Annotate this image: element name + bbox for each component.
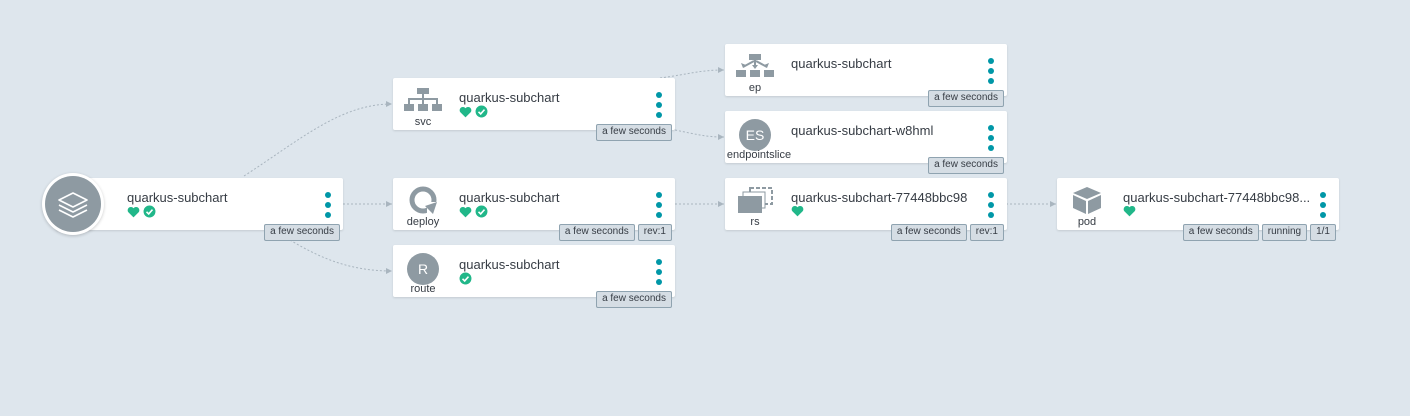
- deploy-node-badges: a few seconds rev:1: [558, 224, 672, 241]
- app-node-icon-circle[interactable]: [42, 173, 104, 235]
- svc-node-badges: a few seconds: [596, 124, 672, 141]
- pod-node-status: [1123, 205, 1136, 217]
- ep-node-badges: a few seconds: [928, 90, 1004, 107]
- endpointslice-node-badges: a few seconds: [928, 157, 1004, 174]
- endpointslice-node-title: quarkus-subchart-w8hml: [791, 123, 934, 138]
- endpointslice-kind-label: endpointslice: [726, 149, 792, 161]
- age-badge: a few seconds: [890, 224, 967, 241]
- heart-icon: [127, 206, 140, 217]
- ready-count-badge: 1/1: [1310, 224, 1336, 241]
- service-tree-icon: [404, 88, 442, 111]
- route-node-title: quarkus-subchart: [459, 257, 560, 272]
- svc-node-menu-button[interactable]: [653, 92, 665, 118]
- age-badge: a few seconds: [596, 291, 672, 308]
- rs-node-status: [791, 205, 804, 217]
- ep-kind-label: ep: [748, 82, 762, 94]
- deploy-node-title: quarkus-subchart: [459, 190, 560, 205]
- route-kind-label: route: [410, 283, 436, 295]
- edge-svc-endpointslice: [674, 129, 725, 138]
- rs-node-menu-button[interactable]: [985, 192, 997, 218]
- route-letter-icon: R: [407, 253, 439, 285]
- route-node-status: [459, 272, 472, 285]
- svc-kind-label: svc: [414, 116, 432, 128]
- status-badge: running: [1261, 224, 1308, 241]
- age-badge: a few seconds: [1182, 224, 1259, 241]
- age-badge: a few seconds: [928, 157, 1004, 174]
- arrowhead: [718, 201, 724, 207]
- heart-icon: [459, 106, 472, 117]
- age-badge: a few seconds: [928, 90, 1004, 107]
- revision-badge: rev:1: [637, 224, 672, 241]
- check-circle-icon: [475, 205, 488, 218]
- arrowhead: [386, 268, 392, 274]
- app-node-badges: a few seconds: [264, 224, 340, 241]
- age-badge: a few seconds: [558, 224, 635, 241]
- deploy-node-card[interactable]: deploy quarkus-subchart a few seconds re…: [393, 178, 675, 241]
- check-circle-icon: [459, 272, 472, 285]
- age-badge: a few seconds: [264, 224, 340, 241]
- app-node-title: quarkus-subchart: [127, 190, 228, 205]
- age-badge: a few seconds: [596, 124, 672, 141]
- rs-node-card[interactable]: rs quarkus-subchart-77448bbc98 a few sec…: [725, 178, 1007, 241]
- deploy-sync-icon: [409, 186, 439, 214]
- endpoints-tree-icon: [736, 54, 774, 77]
- pod-node-menu-button[interactable]: [1317, 192, 1329, 218]
- svc-node-status: [459, 105, 488, 118]
- ep-node-menu-button[interactable]: [985, 58, 997, 84]
- pod-node-card[interactable]: pod quarkus-subchart-77448bbc98... a few…: [1057, 178, 1339, 241]
- deploy-node-status: [459, 205, 488, 218]
- rs-kind-label: rs: [750, 216, 760, 228]
- pod-node-badges: a few seconds running 1/1: [1182, 224, 1336, 241]
- heart-icon: [459, 206, 472, 217]
- rs-node-title: quarkus-subchart-77448bbc98: [791, 190, 968, 205]
- replicaset-stack-icon: [738, 187, 773, 213]
- ep-node-title: quarkus-subchart: [791, 56, 892, 71]
- deploy-node-menu-button[interactable]: [653, 192, 665, 218]
- rs-node-badges: a few seconds rev:1: [890, 224, 1004, 241]
- edge-svc-ep: [659, 69, 725, 79]
- arrowhead: [386, 201, 392, 207]
- application-layers-icon: [58, 192, 88, 218]
- app-node-status: [127, 205, 156, 218]
- endpointslice-letter-icon: ES: [739, 119, 771, 151]
- arrowhead: [718, 134, 724, 140]
- route-node-menu-button[interactable]: [653, 259, 665, 285]
- svc-node-title: quarkus-subchart: [459, 90, 560, 105]
- pod-node-title: quarkus-subchart-77448bbc98...: [1123, 190, 1311, 205]
- check-circle-icon: [143, 205, 156, 218]
- arrowhead: [386, 101, 392, 107]
- arrowhead: [1050, 201, 1056, 207]
- pod-kind-label: pod: [1077, 216, 1097, 228]
- route-node-card[interactable]: R route quarkus-subchart a few seconds: [393, 245, 675, 308]
- deploy-kind-label: deploy: [406, 216, 440, 228]
- ep-node-card[interactable]: ep quarkus-subchart a few seconds: [725, 44, 1007, 107]
- arrowhead: [718, 67, 724, 73]
- pod-cube-icon: [1073, 187, 1101, 214]
- heart-icon: [791, 205, 804, 217]
- check-circle-icon: [475, 105, 488, 118]
- revision-badge: rev:1: [969, 224, 1004, 241]
- heart-icon: [1123, 205, 1136, 217]
- edge-app-svc: [243, 103, 393, 177]
- endpointslice-node-card[interactable]: ES endpointslice quarkus-subchart-w8hml …: [725, 111, 1007, 174]
- svc-node-card[interactable]: svc quarkus-subchart a few seconds: [393, 78, 675, 141]
- edge-app-route: [289, 239, 393, 272]
- endpointslice-node-menu-button[interactable]: [985, 125, 997, 151]
- app-node-menu-button[interactable]: [322, 192, 334, 218]
- route-node-badges: a few seconds: [596, 291, 672, 308]
